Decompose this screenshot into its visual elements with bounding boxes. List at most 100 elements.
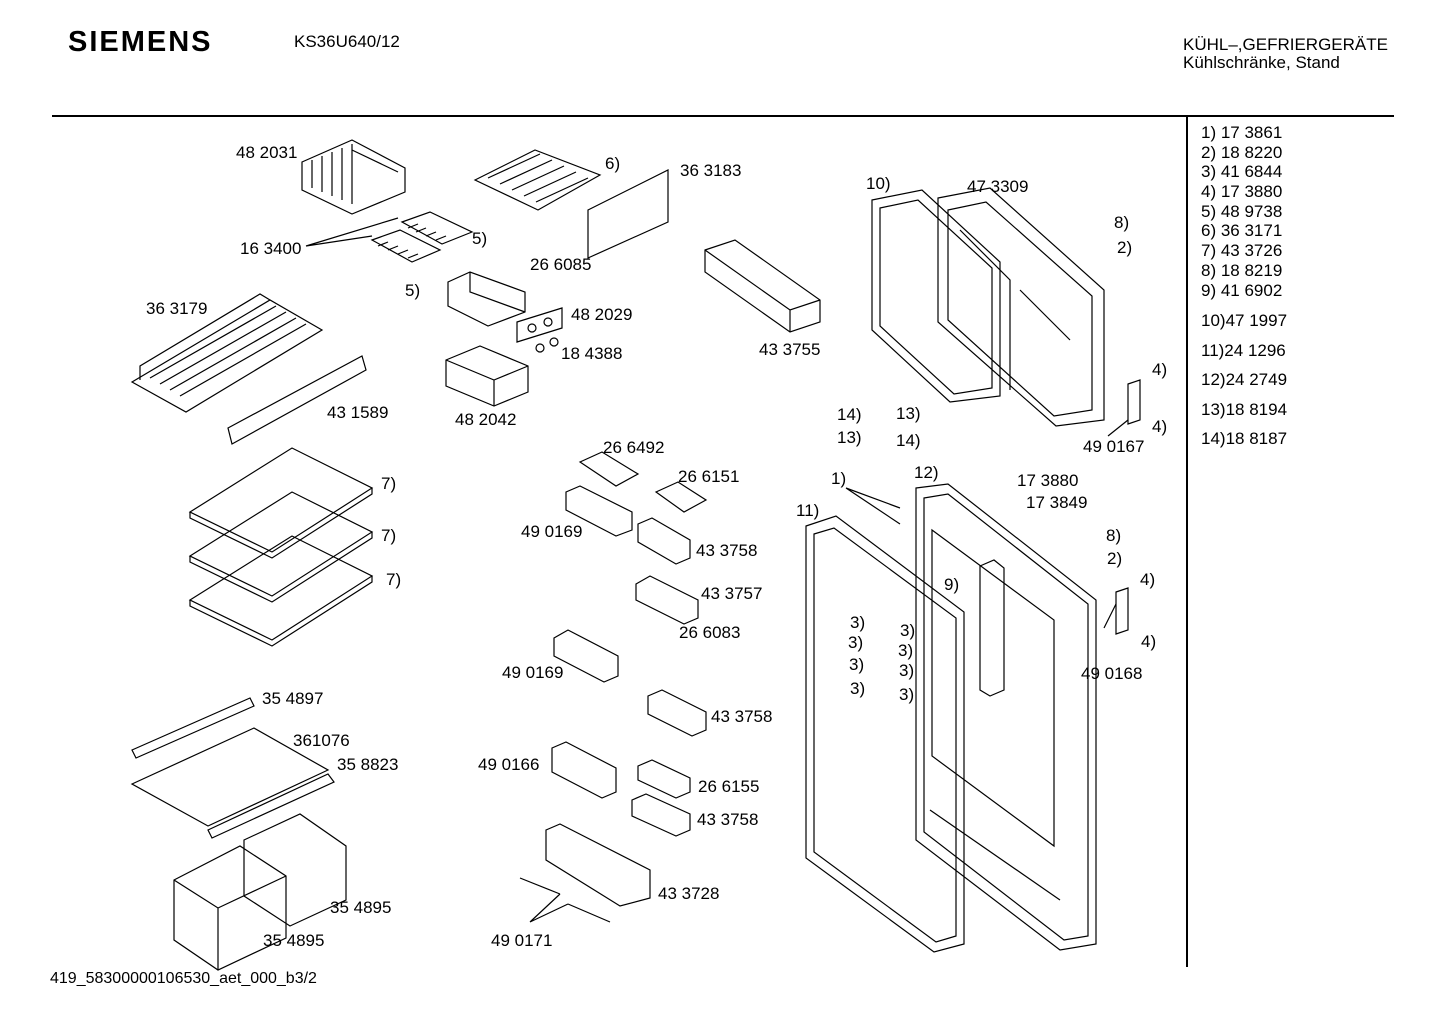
fridge-door-part	[916, 484, 1096, 950]
part-label: 43 3728	[658, 884, 720, 903]
part-label: 35 4895	[330, 898, 392, 917]
part-label: 49 0171	[491, 931, 553, 950]
part-label: 48 2029	[571, 305, 633, 324]
part-label: 7)	[386, 570, 402, 589]
drawer-part	[446, 346, 528, 406]
part-label: 35 8823	[337, 755, 399, 774]
legend-item: 14)18 8187	[1201, 429, 1288, 448]
trim-strip-bottom	[208, 774, 334, 838]
part-label: 35 4895	[263, 931, 325, 950]
part-label: 6)	[605, 154, 621, 173]
part-label: 9)	[944, 575, 960, 594]
part-label: 14)	[896, 431, 921, 450]
part-label: 3)	[849, 655, 865, 674]
part-label: 3)	[899, 685, 915, 704]
part-label: 16 3400	[240, 239, 302, 258]
door-bins-middle	[520, 486, 706, 922]
part-label: 1)	[831, 469, 847, 488]
legend-item: 13)18 8194	[1201, 400, 1288, 419]
part-label: 49 0166	[478, 755, 540, 774]
part-label: 48 2042	[455, 410, 517, 429]
fridge-door-gasket	[806, 516, 964, 952]
legend-item: 5) 48 9738	[1201, 202, 1283, 221]
part-label: 7)	[381, 474, 397, 493]
glass-shelf-part	[190, 448, 372, 646]
document-footer: 419_58300000106530_aet_000_b3/2	[50, 970, 317, 987]
hinge-upper	[1128, 380, 1140, 424]
legend-item: 6) 36 3171	[1201, 221, 1283, 240]
part-label: 26 6083	[679, 623, 741, 642]
category-title: KÜHL–,GEFRIERGERÄTE	[1183, 35, 1388, 54]
part-label: 43 3755	[759, 340, 821, 359]
part-label: 13)	[837, 428, 862, 447]
part-label: 43 3758	[697, 810, 759, 829]
siemens-logo: SIEMENS	[68, 26, 213, 58]
part-label: 7)	[381, 526, 397, 545]
part-label: 49 0169	[502, 663, 564, 682]
legend-item: 4) 17 3880	[1201, 182, 1283, 201]
legend-item: 9) 41 6902	[1201, 281, 1283, 300]
egg-tray-part	[580, 452, 638, 486]
legend-item: 10)47 1997	[1201, 311, 1288, 330]
panel-part	[588, 170, 668, 258]
part-label: 49 0169	[521, 522, 583, 541]
part-label: 4)	[1152, 360, 1168, 379]
egg-tray-part-2	[656, 482, 706, 512]
part-label: 4)	[1152, 417, 1168, 436]
part-label: 26 6155	[698, 777, 760, 796]
freezer-rack-part	[302, 140, 405, 214]
legend-item: 1) 17 3861	[1201, 123, 1283, 142]
vegetable-basket-front	[174, 846, 286, 970]
part-label: 5)	[472, 229, 488, 248]
part-label: 26 6492	[603, 438, 665, 457]
part-label: 17 3849	[1026, 493, 1088, 512]
part-label: 4)	[1141, 632, 1157, 651]
crisper-tray-part	[132, 294, 322, 412]
part-label: 4)	[1140, 570, 1156, 589]
part-label: 43 1589	[327, 403, 389, 422]
part-label: 36 3179	[146, 299, 208, 318]
part-label: 3)	[900, 621, 916, 640]
legend-divider	[1186, 117, 1188, 967]
part-label: 5)	[405, 281, 421, 300]
control-panel-part	[517, 308, 562, 342]
legend-item: 8) 18 8219	[1201, 261, 1283, 280]
cover-strip-part	[132, 698, 254, 758]
glass-cover-part	[132, 728, 328, 826]
part-label: 3)	[899, 661, 915, 680]
shelf-grid-part	[475, 150, 600, 210]
door-bin-part	[705, 240, 820, 332]
part-label: 14)	[837, 405, 862, 424]
legend-item: 11)24 1296	[1201, 341, 1286, 360]
part-label: 43 3758	[711, 707, 773, 726]
hinge-lower	[1116, 588, 1128, 634]
legend-item: 12)24 2749	[1201, 370, 1288, 389]
part-label: 47 3309	[967, 177, 1029, 196]
part-label: 361076	[293, 731, 350, 750]
part-label: 2)	[1117, 238, 1133, 257]
legend-item: 2) 18 8220	[1201, 143, 1283, 162]
legend-item: 7) 43 3726	[1201, 241, 1283, 260]
part-label: 18 4388	[561, 344, 623, 363]
part-label: 13)	[896, 404, 921, 423]
part-label: 8)	[1114, 213, 1130, 232]
legend-item: 3) 41 6844	[1201, 162, 1283, 181]
part-label: 43 3757	[701, 584, 763, 603]
ice-tray-part	[372, 212, 472, 262]
part-label: 11)	[796, 501, 820, 520]
header-rule	[52, 115, 1394, 117]
part-label: 36 3183	[680, 161, 742, 180]
part-label: 26 6151	[678, 467, 740, 486]
part-label: 26 6085	[530, 255, 592, 274]
part-label: 49 0168	[1081, 664, 1143, 683]
part-label: 35 4897	[262, 689, 324, 708]
freezer-door-gasket	[872, 190, 1000, 402]
freezer-door-part	[938, 188, 1104, 426]
vegetable-basket-back	[244, 814, 346, 926]
part-label: 43 3758	[696, 541, 758, 560]
part-label: 3)	[848, 633, 864, 652]
part-label: 17 3880	[1017, 471, 1079, 490]
model-number: KS36U640/12	[294, 32, 400, 51]
part-label: 12)	[914, 463, 939, 482]
